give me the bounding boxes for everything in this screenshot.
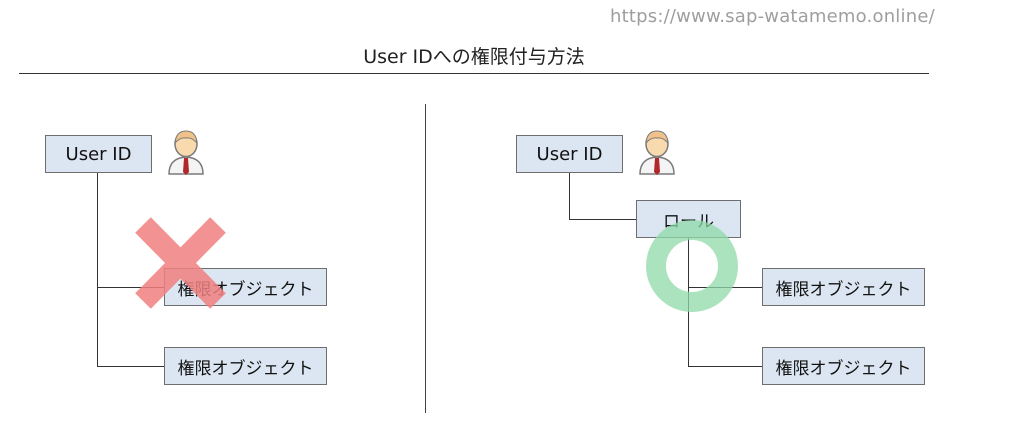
user-icon [639, 130, 675, 175]
right-branch-1 [688, 287, 762, 288]
role-box: ロール [636, 200, 741, 238]
source-url: https://www.sap-watamemo.online/ [610, 6, 935, 27]
left-user-id-box: User ID [45, 135, 152, 173]
left-auth-object-1: 権限オブジェクト [164, 268, 327, 306]
left-auth-object-2: 権限オブジェクト [164, 347, 327, 385]
title-underline [19, 73, 929, 74]
right-auth-object-2: 権限オブジェクト [762, 347, 925, 385]
circle-icon [646, 220, 738, 312]
right-role-trunk [688, 238, 689, 367]
left-branch-2 [97, 366, 164, 367]
left-branch-1 [97, 287, 164, 288]
right-auth-object-1: 権限オブジェクト [762, 268, 925, 306]
diagram-title: User IDへの権限付与方法 [363, 46, 585, 68]
right-branch-2 [688, 366, 762, 367]
center-divider [425, 104, 426, 413]
left-tree-trunk [97, 173, 98, 367]
right-user-id-box: User ID [516, 135, 623, 173]
user-icon [168, 130, 204, 175]
right-user-trunk [569, 173, 570, 219]
right-user-to-role [569, 219, 636, 220]
